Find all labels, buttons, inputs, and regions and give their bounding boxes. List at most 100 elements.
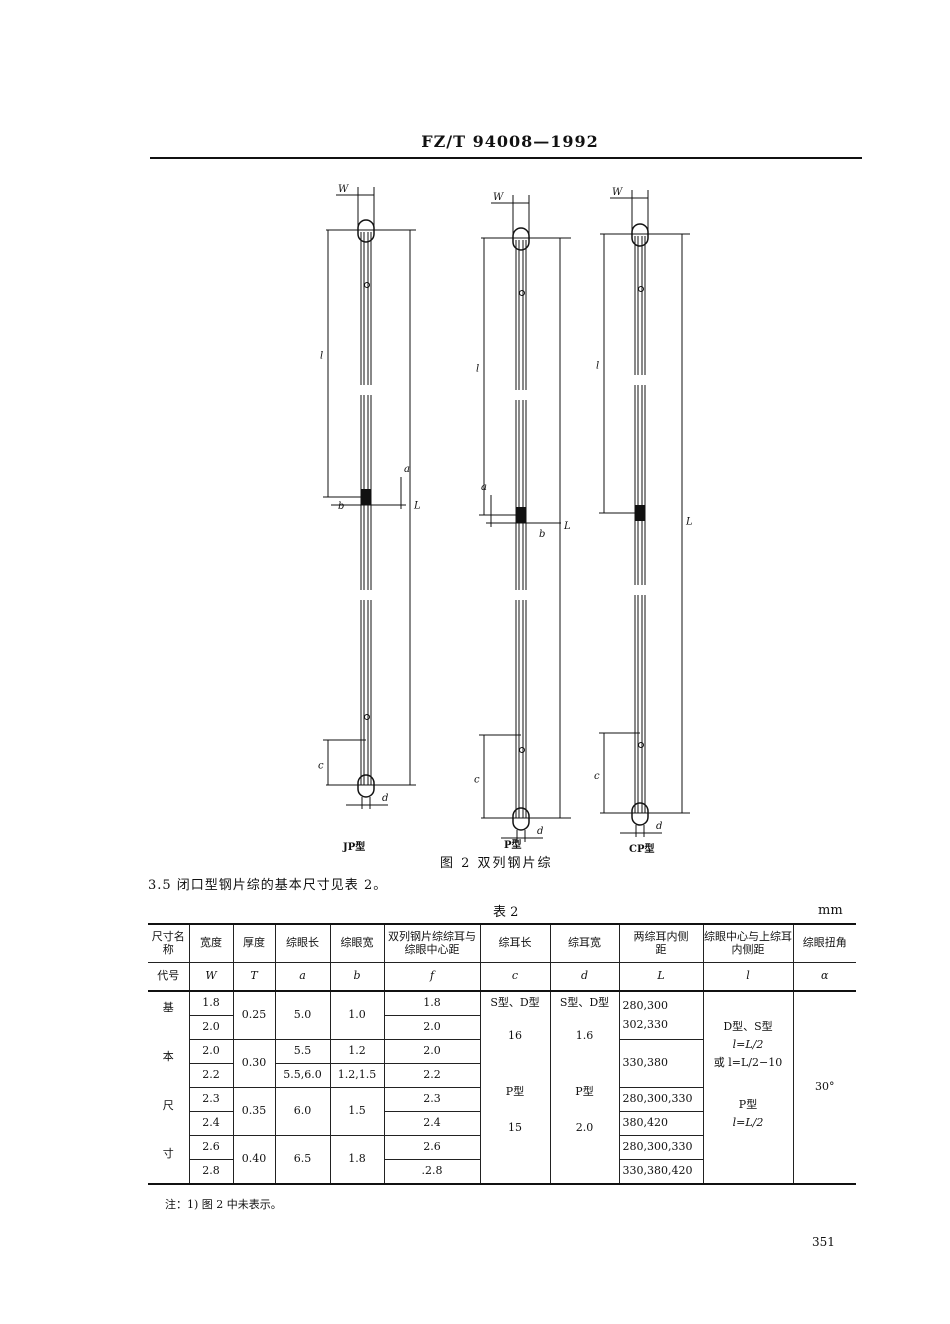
cell-L: 330,380,420 (618, 1159, 704, 1185)
code-L: L (618, 962, 704, 992)
bottom-ear (512, 807, 530, 831)
d-sd-label: S型、D型 (559, 996, 610, 1009)
code-label: 代号 (148, 962, 190, 992)
header-row: 尺寸名称 宽度 厚度 综眼长 综眼宽 双列钢片综综耳与综眼中心距 综耳长 综耳宽… (148, 923, 856, 963)
th-L: 两综耳内侧 距 (618, 923, 711, 963)
cell-W: 2.0 (188, 1015, 234, 1040)
cell-a: 5.5,6.0 (274, 1063, 331, 1088)
cell-b: 1.0 (329, 990, 385, 1040)
label-c: c (594, 771, 600, 782)
cell-c: S型、D型 16 P型 15 (479, 990, 551, 1185)
label-L: L (413, 501, 421, 512)
cell-a: 6.0 (274, 1087, 331, 1136)
cell-f: 2.4 (383, 1111, 481, 1136)
th-eye-width: 综眼宽 (329, 923, 385, 963)
label-d: d (656, 821, 662, 832)
table-title: 表 2 (493, 905, 519, 920)
code-a: a (274, 962, 331, 992)
cell-f: 2.0 (383, 1015, 481, 1040)
label-a: a (404, 464, 410, 475)
cell-T: 0.40 (232, 1135, 276, 1185)
table-row: 2.4 2.4 380,420 (148, 1111, 856, 1136)
cell-W: 2.6 (188, 1135, 234, 1160)
L-value: 302,330 (622, 1017, 669, 1031)
hole (638, 286, 644, 292)
table-note: 注：1) 图 2 中未表示。 (165, 1198, 282, 1211)
th-name: 尺寸名称 (148, 923, 190, 963)
table-row: 基 本 尺 寸 1.8 0.25 5.0 1.0 1.8 S型、D型 16 P型… (148, 990, 856, 1185)
label-W: W (493, 192, 504, 203)
code-d: d (549, 962, 620, 992)
bottom-ear (357, 774, 375, 798)
hole (364, 714, 370, 720)
hole (519, 747, 525, 753)
cell-a: 5.0 (274, 990, 331, 1040)
top-ear (357, 219, 375, 243)
cell-T: 0.30 (232, 1039, 276, 1088)
code-alpha: α (792, 962, 856, 992)
code-b: b (329, 962, 385, 992)
cell-L: 280,300,330 (618, 1135, 704, 1160)
th-alpha: 综眼扭角 (792, 923, 856, 963)
header-rule (150, 157, 862, 159)
cell-f: 2.6 (383, 1135, 481, 1160)
cell-l: D型、S型 l=L/2 或 l=L/2−10 P型 l=L/2 (702, 990, 794, 1185)
L-value: 280,300 (622, 998, 669, 1012)
dimension-table: 尺寸名称 宽度 厚度 综眼长 综眼宽 双列钢片综综耳与综眼中心距 综耳长 综耳宽… (148, 923, 856, 1185)
cell-b: 1.5 (329, 1087, 385, 1136)
cell-W: 2.4 (188, 1111, 234, 1136)
cell-b: 1.2,1.5 (329, 1063, 385, 1088)
page-number: 351 (812, 1235, 835, 1249)
code-T: T (232, 962, 276, 992)
group-char: 尺 (162, 1098, 174, 1112)
top-ear (512, 227, 530, 251)
cell-f: .2.8 (383, 1159, 481, 1185)
label-p: P型 (504, 840, 522, 851)
cell-f: 2.0 (383, 1039, 481, 1064)
cell-b: 1.2 (329, 1039, 385, 1064)
top-ear (631, 223, 649, 247)
figure-caption: 图 2 双列钢片综 (440, 856, 553, 871)
cell-f: 2.2 (383, 1063, 481, 1088)
label-b: b (338, 501, 344, 512)
label-d: d (537, 826, 543, 837)
th-eye-length: 综眼长 (274, 923, 331, 963)
code-c: c (479, 962, 551, 992)
cell-d: S型、D型 1.6 P型 2.0 (549, 990, 620, 1185)
cell-f: 1.8 (383, 990, 481, 1016)
table-unit: mm (818, 903, 843, 918)
d-sd-value: 1.6 (575, 1028, 594, 1042)
label-b: b (539, 529, 545, 540)
label-c: c (318, 761, 324, 772)
group-char: 基 (162, 1001, 174, 1015)
label-jp: JP型 (343, 842, 366, 853)
cell-L: 280,300 302,330 (618, 990, 704, 1040)
cell-W: 2.3 (188, 1087, 234, 1112)
th-d: 综耳宽 (549, 923, 620, 963)
label-a: a (481, 482, 487, 493)
table-row: 2.8 .2.8 330,380,420 (148, 1159, 856, 1185)
table-row: 2.2 5.5,6.0 1.2,1.5 2.2 (148, 1063, 856, 1088)
group-char: 寸 (162, 1147, 174, 1161)
label-l: l (596, 361, 599, 372)
l-sd-label: D型、S型 (723, 1020, 773, 1034)
cell-a: 6.5 (274, 1135, 331, 1185)
cell-W: 2.0 (188, 1039, 234, 1064)
th-thickness: 厚度 (232, 923, 276, 963)
cell-a: 5.5 (274, 1039, 331, 1064)
th-c: 综耳长 (479, 923, 551, 963)
label-c: c (474, 775, 480, 786)
cell-b: 1.8 (329, 1135, 385, 1185)
label-W: W (338, 184, 349, 195)
group-char: 本 (162, 1049, 174, 1063)
th-width: 宽度 (188, 923, 234, 963)
code-row: 代号 W T a b f c d L l α (148, 962, 856, 992)
section-text: 3.5 闭口型钢片综的基本尺寸见表 2。 (148, 878, 388, 893)
row-group-label: 基 本 尺 寸 (148, 990, 190, 1185)
l-sd-formula-alt: 或 l=L/2−10 (713, 1055, 783, 1069)
c-sd-value: 16 (508, 1028, 522, 1042)
label-L: L (563, 521, 571, 532)
cell-T: 0.35 (232, 1087, 276, 1136)
cell-L: 330,380 (618, 1039, 704, 1088)
